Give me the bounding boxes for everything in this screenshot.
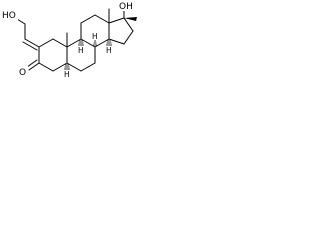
c17-hydroxyl-label: OH — [119, 2, 133, 12]
h-c8-label: H — [92, 32, 98, 41]
ring-d — [108, 17, 134, 45]
steroid-structure-diagram: HO O OH H H H H — [1, 0, 137, 79]
h-c14-label: H — [106, 46, 112, 55]
oh-label-bg — [118, 0, 135, 11]
c17-methyl-wedge — [124, 17, 137, 21]
h-c5-label: H — [64, 70, 70, 79]
h-c9-label: H — [78, 46, 84, 55]
stereo-hashes — [64, 40, 112, 70]
ketone-group — [26, 59, 40, 71]
ketone-oxygen-label: O — [19, 68, 26, 78]
hydroxymethylene-group — [16, 18, 40, 51]
o-label-bg — [18, 66, 28, 77]
angular-methyls — [66, 8, 110, 48]
ring-c — [80, 14, 110, 48]
ho-label-bg — [1, 9, 18, 20]
ring-a — [38, 38, 68, 72]
hydroxymethylene-oh-label: HO — [2, 11, 16, 21]
ring-b — [66, 38, 96, 72]
